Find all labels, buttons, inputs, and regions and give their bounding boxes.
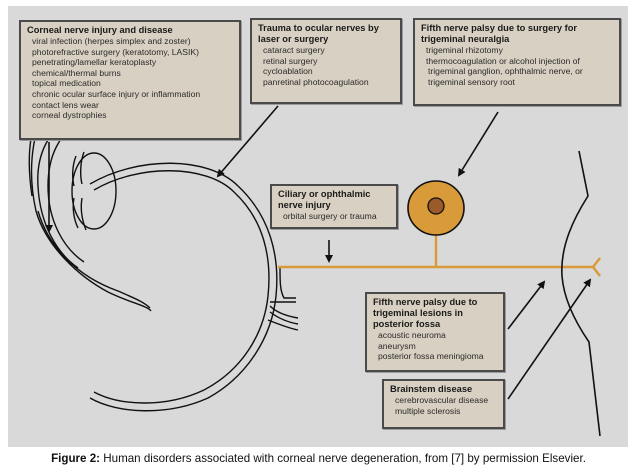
box-item: chemical/thermal burns — [32, 67, 121, 78]
box-title: trigeminal neuralgia — [421, 34, 510, 44]
box-title: Trauma to ocular nerves by — [258, 23, 379, 33]
box-fifth-nerve-lesions: Fifth nerve palsy due to trigeminal lesi… — [365, 292, 505, 372]
box-item: trigeminal sensory root — [428, 76, 515, 87]
box-item: posterior fossa meningioma — [378, 351, 484, 362]
arrow-fifth-lesions — [507, 280, 546, 330]
box-item: contact lens wear — [32, 99, 99, 110]
box-brainstem-disease: Brainstem disease cerebrovascular diseas… — [382, 379, 505, 429]
diagram-figure: Corneal nerve injury and disease viral i… — [8, 6, 628, 447]
box-ciliary-nerve-injury: Ciliary or ophthalmic nerve injury orbit… — [270, 184, 398, 229]
box-title: nerve injury — [278, 200, 331, 210]
arrow-trauma — [216, 105, 279, 178]
lens — [71, 152, 117, 230]
box-item: acoustic neuroma — [378, 330, 446, 340]
box-item: panretinal photocoagulation — [263, 76, 369, 87]
box-item: multiple sclerosis — [395, 405, 461, 416]
iris-lower — [72, 197, 87, 231]
box-title: Corneal nerve injury and disease — [27, 25, 173, 35]
box-title: posterior fossa — [373, 319, 441, 329]
nerve-fork — [592, 257, 601, 277]
sclera-outer — [89, 162, 278, 412]
box-title: Fifth nerve palsy due to surgery for — [421, 23, 578, 33]
iris-upper — [71, 151, 85, 187]
arrows — [45, 105, 592, 400]
arrow-fifth-surgery — [457, 111, 499, 177]
box-corneal-nerve-injury: Corneal nerve injury and disease viral i… — [19, 20, 241, 140]
trigeminal-ganglion — [407, 180, 465, 236]
sclera-inner — [93, 170, 270, 404]
box-item: trigeminal rhizotomy — [426, 45, 503, 55]
box-item: aneurysm — [378, 340, 416, 351]
box-item: orbital surgery or trauma — [283, 211, 377, 221]
box-item: viral infection (herpes simplex and zost… — [32, 36, 191, 46]
box-item: cycloablation — [263, 66, 313, 77]
brainstem-outline — [561, 150, 601, 437]
box-item: cataract surgery — [263, 45, 325, 55]
box-item: trigeminal ganglion, ophthalmic nerve, o… — [428, 66, 583, 77]
box-title: Brainstem disease — [390, 384, 473, 394]
ganglion-core — [427, 197, 445, 215]
box-item: penetrating/lamellar keratoplasty — [32, 57, 157, 68]
trigeminal-nerve — [278, 234, 601, 277]
box-fifth-nerve-surgery: Fifth nerve palsy due to surgery for tri… — [413, 18, 621, 106]
box-title: Ciliary or ophthalmic — [278, 189, 371, 199]
box-item: photorefractive surgery (keratotomy, LAS… — [32, 46, 200, 57]
box-item: topical medication — [32, 78, 101, 89]
box-item: cerebrovascular disease — [395, 395, 489, 405]
box-trauma-ocular-nerves: Trauma to ocular nerves by laser or surg… — [250, 18, 402, 104]
caption-label: Figure 2: — [51, 452, 101, 465]
box-item: corneal dystrophies — [32, 110, 107, 121]
caption-text: Human disorders associated with corneal … — [100, 452, 586, 465]
box-title: Fifth nerve palsy due to — [373, 297, 478, 307]
optic-nerve — [267, 267, 299, 331]
box-item: retinal surgery — [263, 55, 318, 66]
eyelid-lower — [37, 210, 151, 309]
box-title: trigeminal lesions in — [373, 308, 463, 318]
figure-caption: Figure 2: Human disorders associated wit… — [0, 452, 637, 465]
box-item: chronic ocular surface injury or inflamm… — [32, 88, 201, 99]
box-item: thermocoagulation or alcohol injection o… — [426, 55, 580, 66]
arrow-brainstem — [507, 278, 592, 400]
box-title: laser or surgery — [258, 34, 329, 44]
